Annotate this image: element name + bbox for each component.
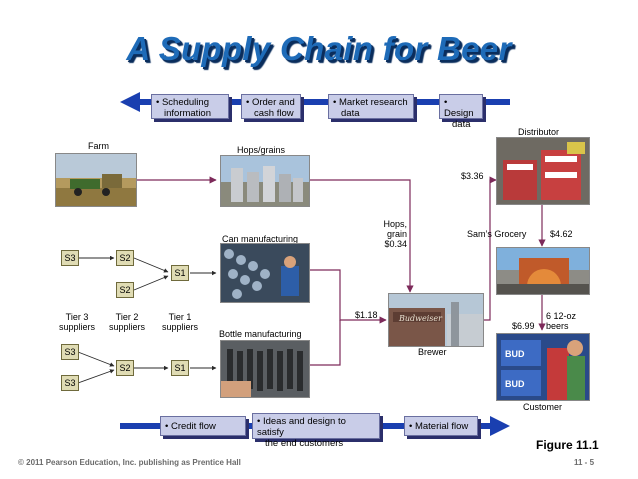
supplier-s2-b: S2 [116,282,134,298]
svg-text:BUD: BUD [505,349,525,359]
price-customer: $6.99 [512,321,535,331]
tier2-label: Tier 2 suppliers [108,312,146,332]
supplier-s2-c: S2 [116,360,134,376]
info-box-order-cash: • Order and cash flow [241,94,301,119]
page-number: 11 - 5 [574,458,595,467]
farm-label: Farm [88,141,109,151]
tier1-label: Tier 1 suppliers [161,312,199,332]
farm-photo [55,153,137,207]
customer-label: Customer [523,402,563,412]
supplier-s1-b: S1 [171,360,189,376]
supplier-s3-a: S3 [61,250,79,266]
bottle-manufacturing-photo [220,340,310,398]
figure-caption: Figure 11.1 [536,438,599,452]
info-box-ideas-design: • Ideas and design to satisfy the end cu… [252,413,380,449]
supplier-s2-a: S2 [116,250,134,266]
price-distributor: $3.36 [461,171,484,181]
supplier-s3-c: S3 [61,375,79,391]
brewer-photo: Budweiser [388,293,484,347]
info-box-design-data: • Design data [439,94,483,130]
info-box-market-research: • Market research data [328,94,414,119]
grocery-label: Sam’s Grocery [467,229,527,239]
brewer-label: Brewer [418,347,447,357]
can-manufacturing-photo [220,243,310,303]
customer-photo: BUD BUD [496,333,590,401]
supplier-s1-a: S1 [171,265,189,281]
info-box-scheduling: • Scheduling information [151,94,229,119]
svg-text:BUD: BUD [505,379,525,389]
bottle-label: Bottle manufacturing [219,329,302,339]
grocery-photo [496,247,590,295]
price-pack-size: 6 12-oz beers [546,311,577,331]
top-flow-arrow [120,92,510,112]
price-brewer: $1.18 [355,310,378,320]
supplier-s3-b: S3 [61,344,79,360]
price-grocery: $4.62 [550,229,573,239]
tier3-label: Tier 3 suppliers [58,312,96,332]
copyright-text: © 2011 Pearson Education, Inc. publishin… [18,458,241,467]
hops-grains-photo [220,155,310,207]
hops-label: Hops/grains [237,145,286,155]
svg-text:Budweiser: Budweiser [398,314,443,323]
slide-title: A Supply Chain for Beer [126,30,512,67]
distributor-photo [496,137,590,205]
info-box-credit-flow: • Credit flow [160,416,246,436]
price-hops: Hops, grain $0.34 [383,219,407,249]
can-label: Can manufacturing [222,234,299,244]
info-box-material-flow: • Material flow [404,416,478,436]
distributor-label: Distributor [518,127,560,137]
